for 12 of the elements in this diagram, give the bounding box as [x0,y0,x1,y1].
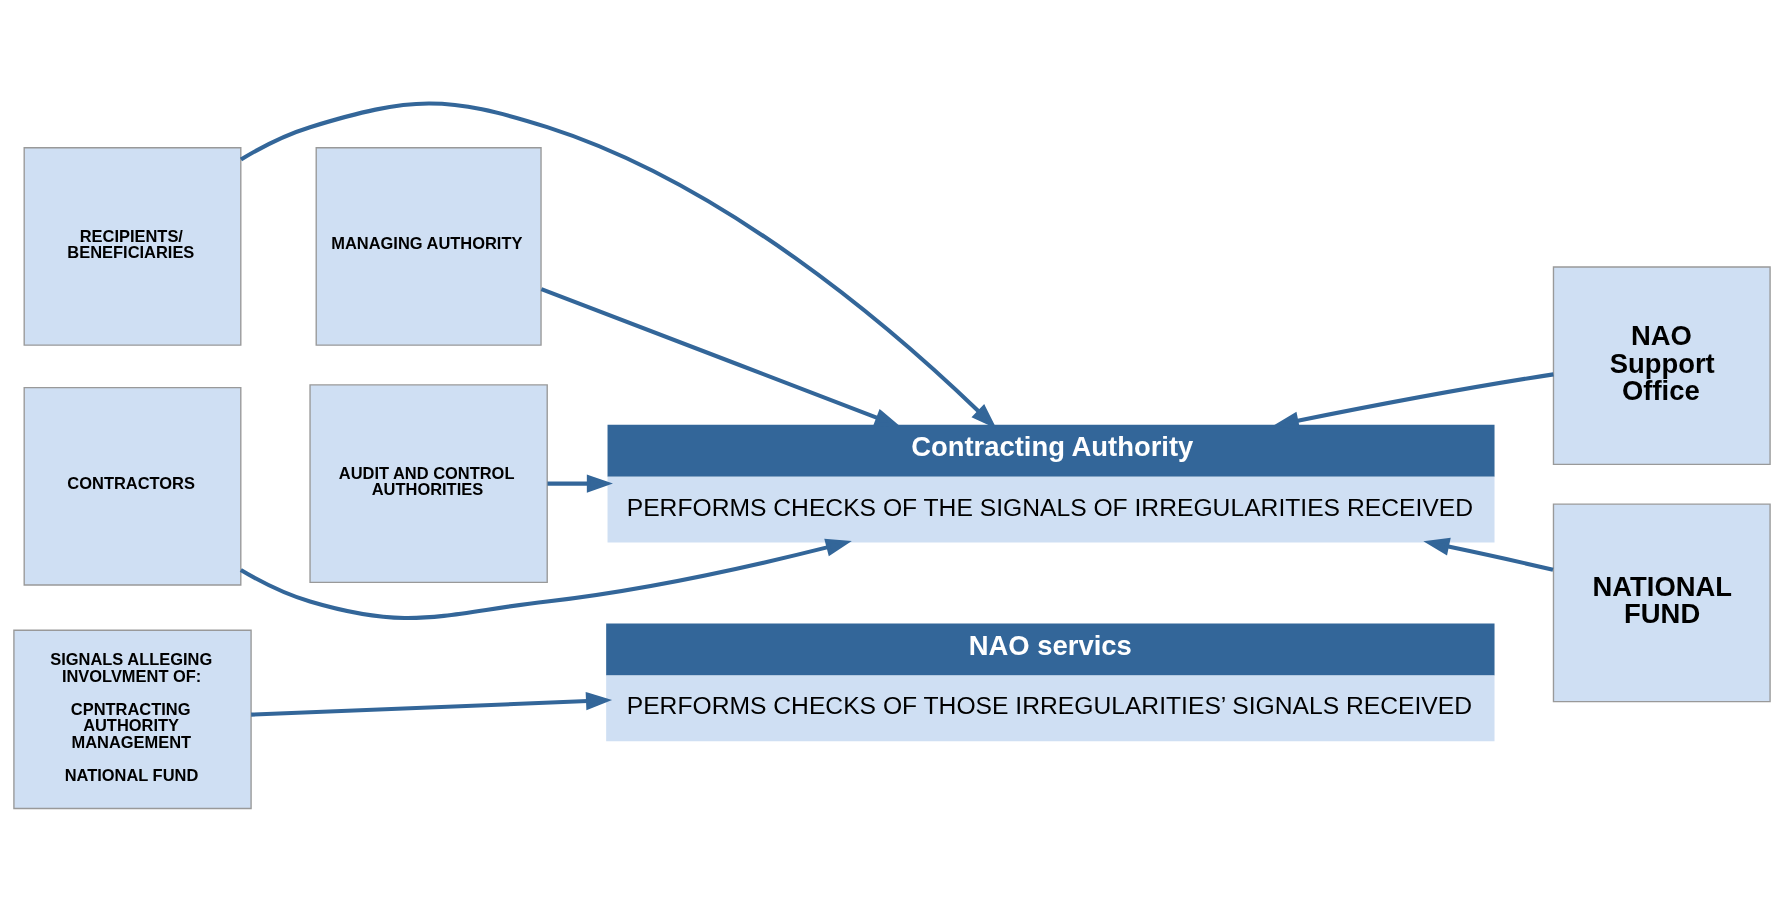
node-box: SIGNALS ALLEGING INVOLVMENT OF: CPNTRACTING AUTHORITY MANAGEMENT NATIONAL FUND [13,629,252,809]
arrow [251,691,613,717]
node-box: MANAGING AUTHORITY [315,146,542,346]
node-box: AUDIT AND CONTROL AUTHORITIES [309,383,548,583]
arrow [239,538,852,620]
node-box: NAO Support Office [1552,265,1771,465]
arrow [547,473,613,493]
arrow [540,286,901,427]
node-box: CONTRACTORS [23,386,242,586]
node-box: RECIPIENTS/ BENEFICIARIES [23,146,242,346]
arrow [1423,537,1554,572]
node-box: NATIONAL FUND [1552,503,1771,702]
